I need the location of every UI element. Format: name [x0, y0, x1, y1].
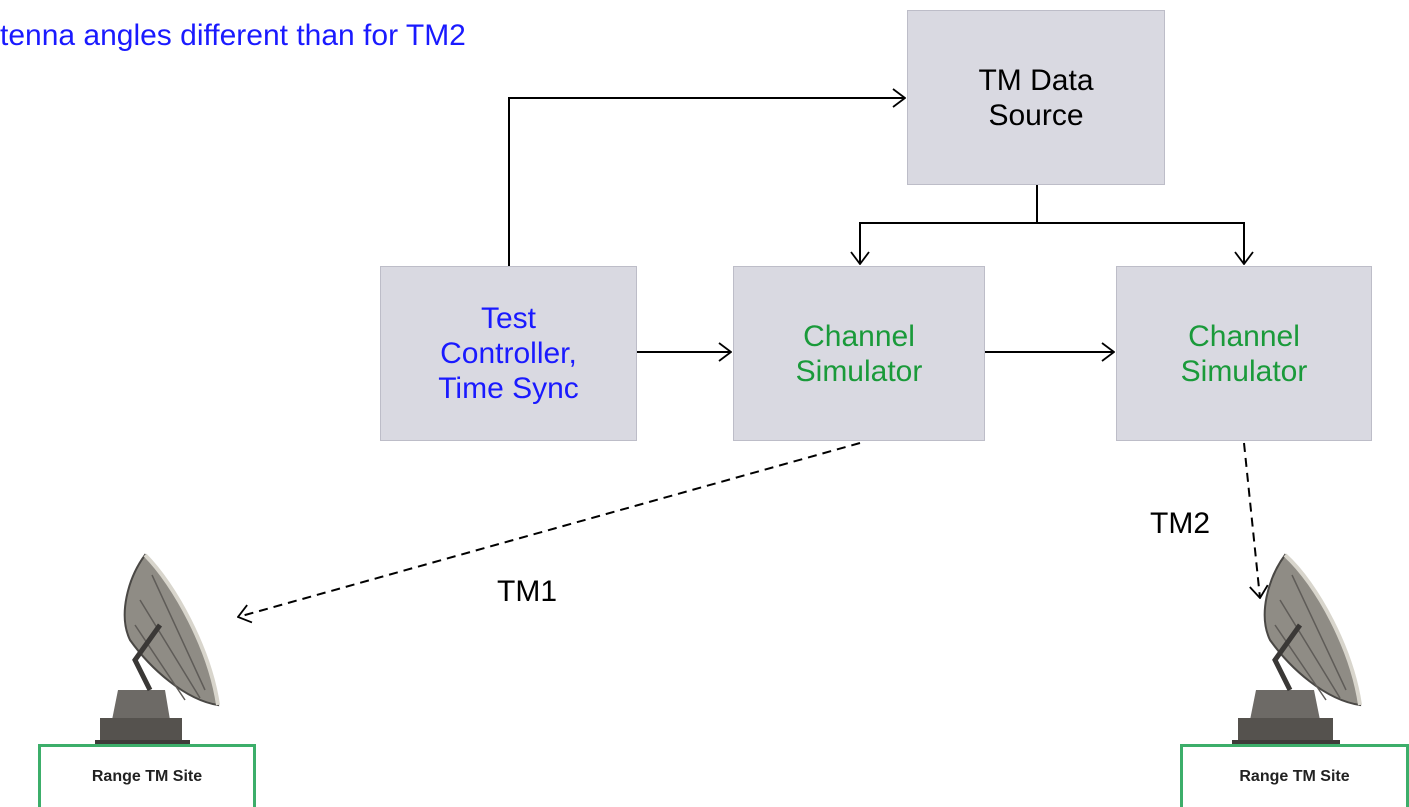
test-controller-box: Test Controller, Time Sync	[380, 266, 637, 441]
range-tm-site-right: Range TM Site	[1180, 744, 1409, 807]
tm-data-source-box: TM Data Source	[907, 10, 1165, 185]
box-label: Channel	[1188, 319, 1300, 353]
sync-link	[508, 98, 905, 266]
channel-simulator-2-box: Channel Simulator	[1116, 266, 1372, 441]
box-label: Channel	[803, 319, 915, 353]
box-label: Simulator	[1180, 354, 1308, 388]
box-label: Simulator	[795, 354, 923, 388]
tm2-rf-link	[1243, 442, 1260, 598]
tm1-rf-link	[238, 442, 861, 617]
channel-simulator-1-box: Channel Simulator	[733, 266, 985, 441]
heading-line: tenna angles different than for TM2	[0, 19, 466, 52]
satellite-dish-icon	[95, 553, 220, 746]
box-label: TM Data	[978, 63, 1094, 97]
tm1-label: TM1	[497, 575, 557, 608]
box-label: Controller,	[440, 337, 577, 370]
tm2-label: TM2	[1150, 507, 1210, 540]
satellite-dish-icon	[1232, 553, 1362, 746]
range-tm-site-left: Range TM Site	[38, 744, 256, 807]
source-to-sim1-link	[860, 222, 1037, 264]
source-to-sim2-link	[1037, 222, 1244, 264]
box-label: Source	[988, 98, 1084, 132]
box-label: Test	[480, 302, 537, 335]
box-label: Time Sync	[438, 372, 579, 405]
